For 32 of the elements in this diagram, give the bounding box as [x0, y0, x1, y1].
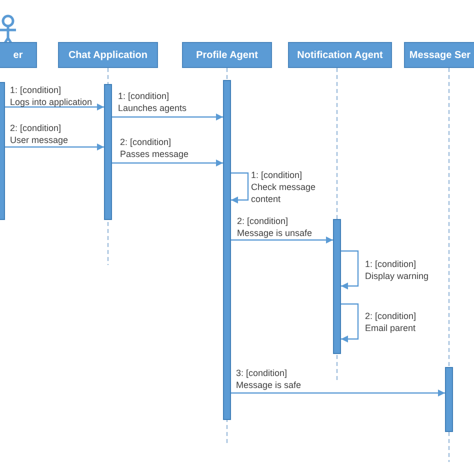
message-arrow: [5, 104, 104, 110]
lifeline-title: Chat Application: [68, 50, 148, 60]
lifeline-title: er: [13, 50, 23, 60]
edge-label: 1: [condition] Logs into application: [10, 84, 92, 108]
message-arrow: [112, 114, 223, 120]
lifeline-title: Notification Agent: [297, 50, 383, 60]
lifeline-header: [0, 42, 37, 68]
activation-bar: [445, 367, 453, 432]
lifeline-header: [182, 42, 272, 68]
lifeline-header: [288, 42, 392, 68]
edge-label: 1: [condition] Display warning: [365, 258, 429, 282]
edge-label: 2: [condition] Message is unsafe: [237, 215, 312, 239]
message-arrow: [341, 303, 359, 342]
activation-bar: [223, 80, 231, 420]
edge-label: 2: [condition] User message: [10, 122, 68, 146]
edge-label: 1: [condition] Check message content: [251, 169, 316, 205]
edge-label: 3: [condition] Message is safe: [236, 367, 302, 391]
edge-label: 1: [condition] Launches agents: [118, 90, 187, 114]
message-arrow: [231, 236, 333, 244]
edge-label: 2: [condition] Email parent: [365, 310, 416, 334]
message-arrow: [231, 172, 249, 204]
lifeline-header: [404, 42, 474, 68]
edge-label: 2: [condition] Passes message: [120, 136, 189, 160]
lifeline-title: Message Ser: [409, 50, 471, 60]
message-arrow: [231, 390, 445, 396]
message-arrow: [112, 160, 223, 166]
message-arrow: [5, 144, 104, 150]
message-arrow: [341, 250, 359, 290]
activation-bar: [333, 219, 341, 354]
lifeline-title: Profile Agent: [196, 50, 258, 60]
activation-bar: [104, 84, 112, 220]
lifeline-header: [58, 42, 158, 68]
